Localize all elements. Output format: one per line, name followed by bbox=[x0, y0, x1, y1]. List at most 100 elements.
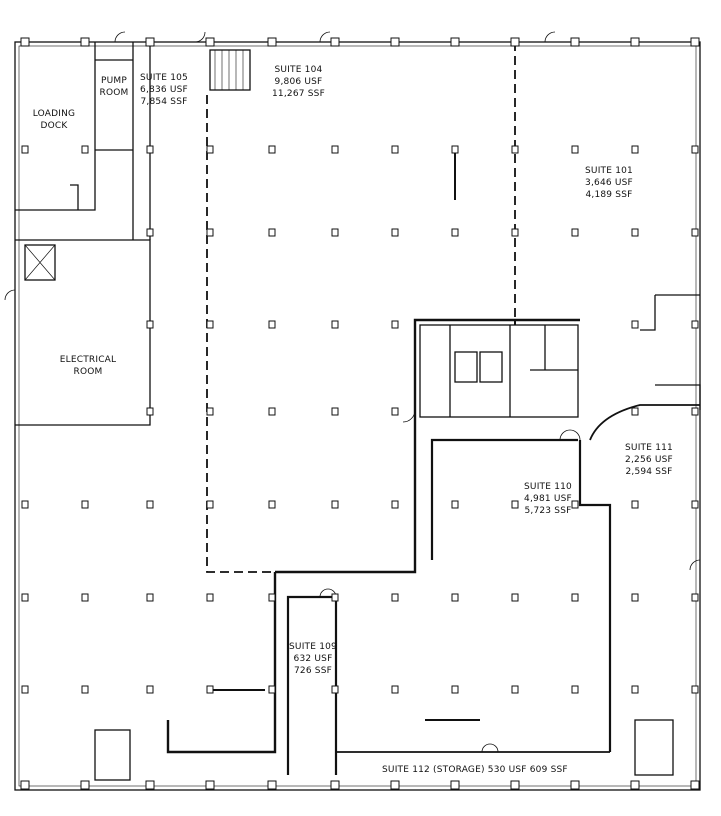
structural-column bbox=[21, 500, 29, 509]
structural-column bbox=[691, 228, 699, 237]
structural-column bbox=[268, 228, 276, 237]
suite-111-curved-wall bbox=[589, 404, 700, 441]
structural-column bbox=[451, 500, 459, 509]
structural-column bbox=[451, 685, 459, 694]
electrical-room-wall bbox=[15, 239, 151, 426]
structural-column bbox=[571, 593, 579, 602]
structural-column bbox=[81, 145, 89, 154]
exterior-wall-inner bbox=[18, 45, 697, 787]
perimeter-column bbox=[80, 780, 90, 790]
structural-column bbox=[391, 145, 399, 154]
suite-104-label: SUITE 104 9,806 USF 11,267 SSF bbox=[272, 64, 325, 100]
structural-column bbox=[391, 320, 399, 329]
structural-column bbox=[631, 228, 639, 237]
suite-105-label: SUITE 105 6,836 USF 7,854 SSF bbox=[140, 72, 188, 108]
loading-dock-wall bbox=[15, 42, 96, 211]
structural-column bbox=[81, 593, 89, 602]
perimeter-column bbox=[390, 37, 400, 47]
structural-column bbox=[391, 685, 399, 694]
structural-column bbox=[268, 685, 276, 694]
structural-column bbox=[146, 320, 154, 329]
structural-column bbox=[511, 593, 519, 602]
suite-name: SUITE 105 bbox=[140, 73, 188, 83]
structural-column bbox=[631, 500, 639, 509]
structural-column bbox=[331, 593, 339, 602]
perimeter-column bbox=[267, 780, 277, 790]
elevator-2 bbox=[479, 351, 503, 383]
perimeter-column bbox=[690, 37, 700, 47]
suite-104-boundary bbox=[206, 95, 275, 573]
structural-column bbox=[691, 320, 699, 329]
structural-column bbox=[511, 500, 519, 509]
structural-column bbox=[331, 320, 339, 329]
structural-column bbox=[206, 593, 214, 602]
structural-column bbox=[451, 145, 459, 154]
exterior-wall bbox=[14, 41, 701, 791]
structural-column bbox=[21, 593, 29, 602]
perimeter-column bbox=[20, 37, 30, 47]
elevator-x bbox=[24, 244, 56, 281]
structural-column bbox=[268, 145, 276, 154]
structural-column bbox=[511, 685, 519, 694]
structural-column bbox=[268, 407, 276, 416]
perimeter-column bbox=[205, 37, 215, 47]
structural-column bbox=[206, 320, 214, 329]
suite-ssf: 2,594 SSF bbox=[625, 467, 673, 477]
suite-109-wall bbox=[286, 595, 338, 775]
structural-column bbox=[391, 407, 399, 416]
suite-usf: 9,806 USF bbox=[274, 77, 323, 87]
perimeter-column bbox=[690, 780, 700, 790]
suite-name: SUITE 112 (STORAGE) 530 USF 609 SSF bbox=[382, 765, 568, 775]
structural-column bbox=[21, 685, 29, 694]
perimeter-column bbox=[570, 780, 580, 790]
suite-usf: 632 USF bbox=[293, 654, 333, 664]
structural-column bbox=[331, 407, 339, 416]
room-name: PUMP ROOM bbox=[99, 76, 129, 98]
structural-column bbox=[268, 593, 276, 602]
structural-column bbox=[391, 228, 399, 237]
stair-104 bbox=[209, 49, 251, 91]
structural-column bbox=[81, 685, 89, 694]
structural-column bbox=[331, 145, 339, 154]
suite-110-wall bbox=[430, 438, 612, 752]
room-name: LOADING DOCK bbox=[32, 109, 76, 131]
suite-104-wall bbox=[166, 318, 580, 754]
stair-southeast bbox=[634, 719, 674, 776]
suite-usf: 4,981 USF bbox=[524, 494, 572, 504]
suite-name: SUITE 110 bbox=[524, 482, 572, 492]
structural-column bbox=[571, 145, 579, 154]
structural-column bbox=[146, 407, 154, 416]
structural-column bbox=[206, 145, 214, 154]
pump-room-wall bbox=[95, 42, 134, 240]
structural-column bbox=[268, 320, 276, 329]
structural-column bbox=[206, 407, 214, 416]
room-name: ELECTRICAL ROOM bbox=[59, 355, 117, 377]
perimeter-column bbox=[630, 780, 640, 790]
structural-column bbox=[391, 500, 399, 509]
core-partitions bbox=[449, 325, 578, 417]
perimeter-column bbox=[390, 780, 400, 790]
structural-column bbox=[571, 685, 579, 694]
structural-column bbox=[146, 145, 154, 154]
structural-column bbox=[331, 228, 339, 237]
door-swings bbox=[4, 31, 701, 753]
structural-column bbox=[691, 407, 699, 416]
structural-column bbox=[691, 685, 699, 694]
suite-name: SUITE 101 bbox=[585, 166, 633, 176]
structural-column bbox=[631, 407, 639, 416]
suite-name: SUITE 104 bbox=[274, 65, 323, 75]
perimeter-column bbox=[630, 37, 640, 47]
suite-name: SUITE 111 bbox=[625, 443, 673, 453]
suite-usf: 2,256 USF bbox=[625, 455, 673, 465]
perimeter-column bbox=[450, 37, 460, 47]
suite-ssf: 7,854 SSF bbox=[140, 97, 188, 107]
perimeter-column bbox=[450, 780, 460, 790]
perimeter-column bbox=[267, 37, 277, 47]
stair-treads bbox=[214, 50, 244, 90]
structural-column bbox=[571, 500, 579, 509]
perimeter-column bbox=[145, 37, 155, 47]
structural-column bbox=[146, 228, 154, 237]
structural-column bbox=[81, 500, 89, 509]
structural-column bbox=[331, 685, 339, 694]
suite-110-label: SUITE 110 4,981 USF 5,723 SSF bbox=[524, 481, 572, 517]
